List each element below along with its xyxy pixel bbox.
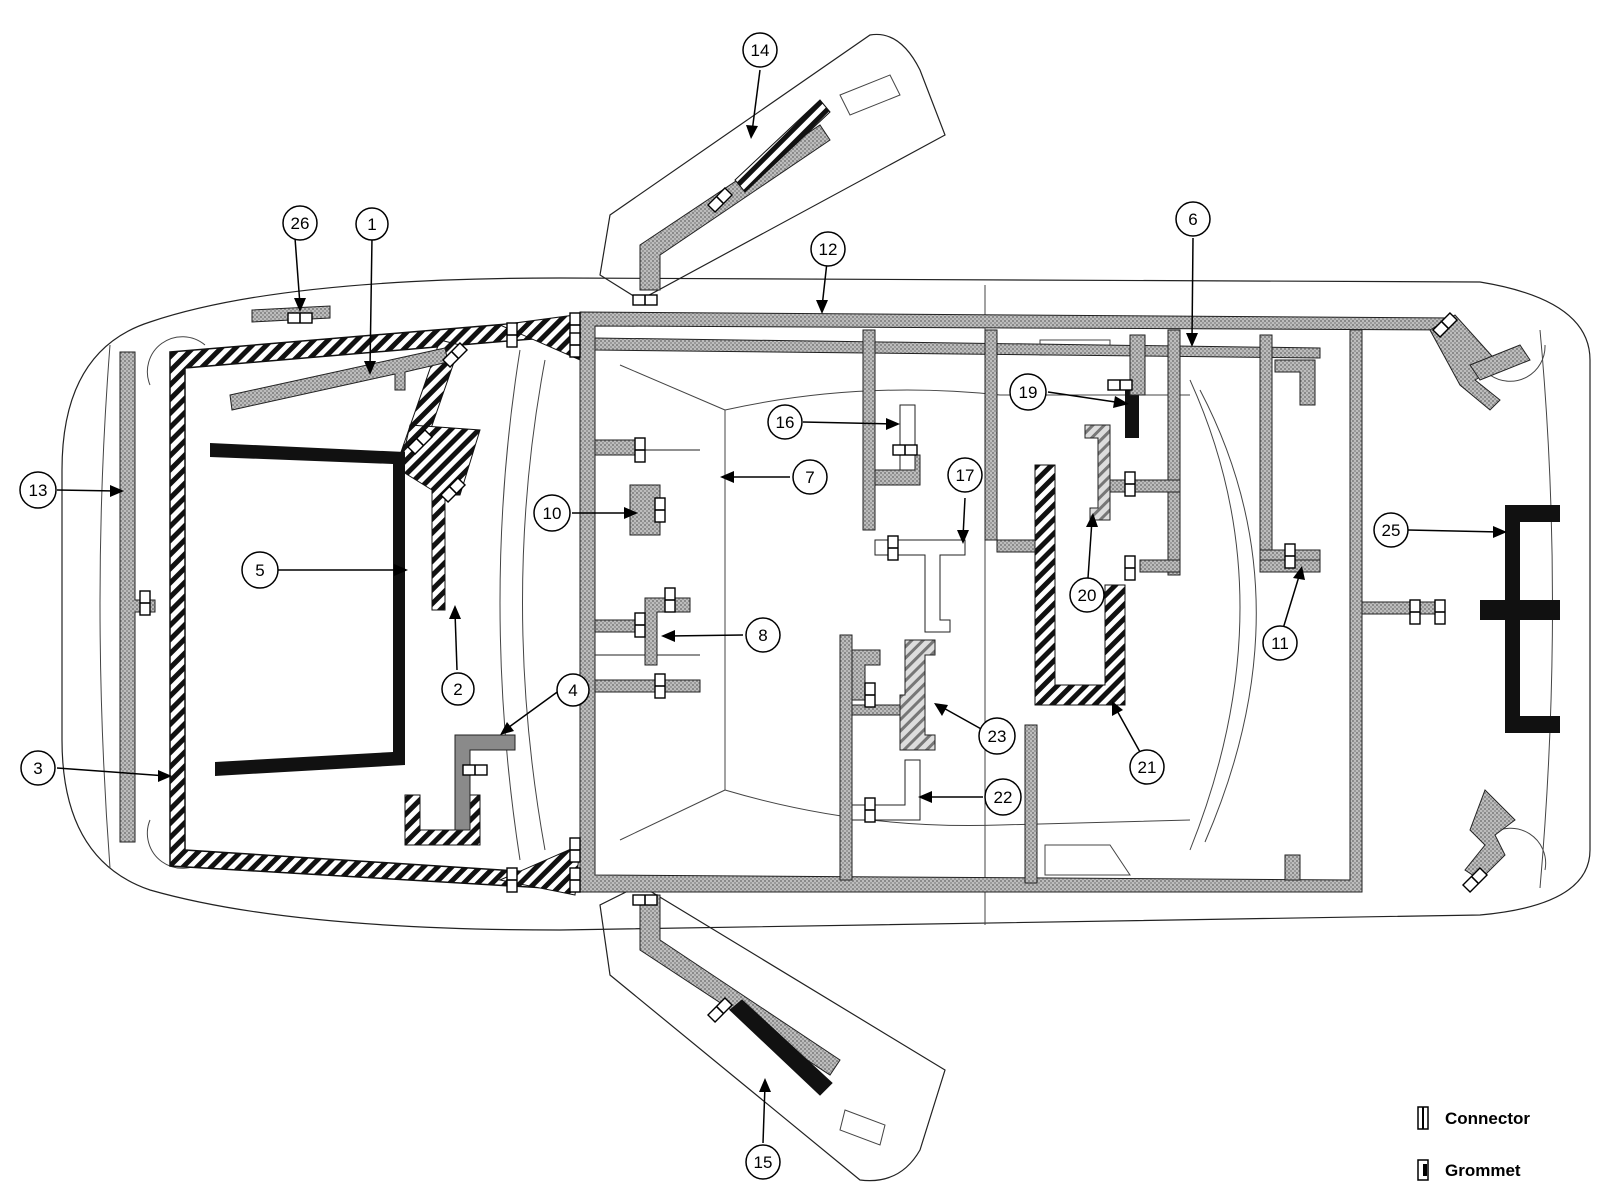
svg-text:23: 23 (988, 727, 1007, 746)
svg-text:16: 16 (776, 413, 795, 432)
svg-text:15: 15 (754, 1153, 773, 1172)
callout-22[interactable]: 22 (984, 778, 1022, 816)
grommet-legend-icon (1417, 1159, 1429, 1181)
svg-text:3: 3 (33, 759, 42, 778)
callout-5[interactable]: 5 (241, 551, 279, 589)
callout-8[interactable]: 8 (745, 617, 781, 653)
callout-17[interactable]: 17 (947, 457, 983, 493)
callout-11[interactable]: 11 (1262, 625, 1298, 661)
callout-21[interactable]: 21 (1129, 749, 1165, 785)
connector-divider (448, 485, 458, 495)
callout-arrowheads (110, 125, 1507, 1092)
callout-7[interactable]: 7 (792, 459, 828, 495)
callout-26[interactable]: 26 (282, 205, 318, 241)
harness-item-4 (454, 734, 516, 831)
instrument-panel-harness (594, 439, 701, 693)
svg-text:13: 13 (29, 481, 48, 500)
svg-text:17: 17 (956, 466, 975, 485)
harness-item-13 (119, 351, 156, 843)
harness-items-19-20-21 (996, 334, 1181, 706)
callout-4[interactable]: 4 (556, 673, 590, 707)
callout-labels: 1 2 3 4 5 6 7 8 10 11 12 13 14 15 16 17 … (19, 32, 1409, 1180)
legend-grommet-label: Grommet (1445, 1161, 1521, 1180)
svg-text:8: 8 (758, 626, 767, 645)
callout-25[interactable]: 25 (1373, 512, 1409, 548)
svg-text:11: 11 (1271, 634, 1289, 653)
callout-15[interactable]: 15 (745, 1144, 781, 1180)
harness-item-25[interactable] (1480, 505, 1560, 733)
harness-item-1 (229, 347, 449, 411)
connector-markers (139, 186, 1489, 1024)
callout-23[interactable]: 23 (978, 717, 1016, 755)
svg-text:7: 7 (805, 468, 814, 487)
connector-legend-icon (1417, 1106, 1429, 1130)
callout-20[interactable]: 20 (1069, 577, 1105, 613)
connector-divider (715, 1005, 725, 1015)
callout-6[interactable]: 6 (1175, 201, 1211, 237)
callout-leaders (56, 69, 1501, 1144)
connector-divider (715, 195, 725, 205)
connector-divider (1470, 875, 1480, 885)
callout-1[interactable]: 1 (355, 207, 389, 241)
svg-text:10: 10 (543, 504, 562, 523)
svg-text:14: 14 (751, 41, 770, 60)
svg-text:26: 26 (291, 214, 310, 233)
callout-10[interactable]: 10 (533, 494, 571, 532)
svg-text:5: 5 (255, 561, 264, 580)
legend-connector-label: Connector (1445, 1109, 1530, 1128)
svg-text:4: 4 (568, 681, 577, 700)
svg-text:19: 19 (1019, 383, 1038, 402)
callout-19[interactable]: 19 (1009, 373, 1047, 411)
svg-text:22: 22 (994, 788, 1013, 807)
svg-text:6: 6 (1188, 210, 1197, 229)
left-front-door (599, 33, 946, 301)
callout-2[interactable]: 2 (441, 672, 475, 706)
callout-12[interactable]: 12 (810, 231, 846, 267)
svg-text:20: 20 (1078, 586, 1097, 605)
svg-text:21: 21 (1138, 758, 1157, 777)
svg-text:12: 12 (819, 240, 838, 259)
harness-items-22-23 (851, 639, 936, 821)
callout-14[interactable]: 14 (742, 32, 778, 68)
callout-16[interactable]: 16 (767, 404, 803, 440)
legend: Connector Grommet (1417, 1106, 1530, 1181)
svg-text:25: 25 (1382, 521, 1401, 540)
connector-divider (415, 437, 425, 447)
harness-items-16-17 (874, 404, 966, 633)
right-front-door (599, 884, 946, 1182)
connector-divider (450, 350, 460, 360)
harness-item-5[interactable] (210, 443, 405, 776)
svg-text:2: 2 (453, 680, 462, 699)
connector-divider (1440, 320, 1450, 330)
callout-3[interactable]: 3 (20, 750, 56, 786)
callout-13[interactable]: 13 (19, 471, 57, 509)
svg-text:1: 1 (367, 215, 376, 234)
engine-compartment-harness (169, 314, 581, 896)
